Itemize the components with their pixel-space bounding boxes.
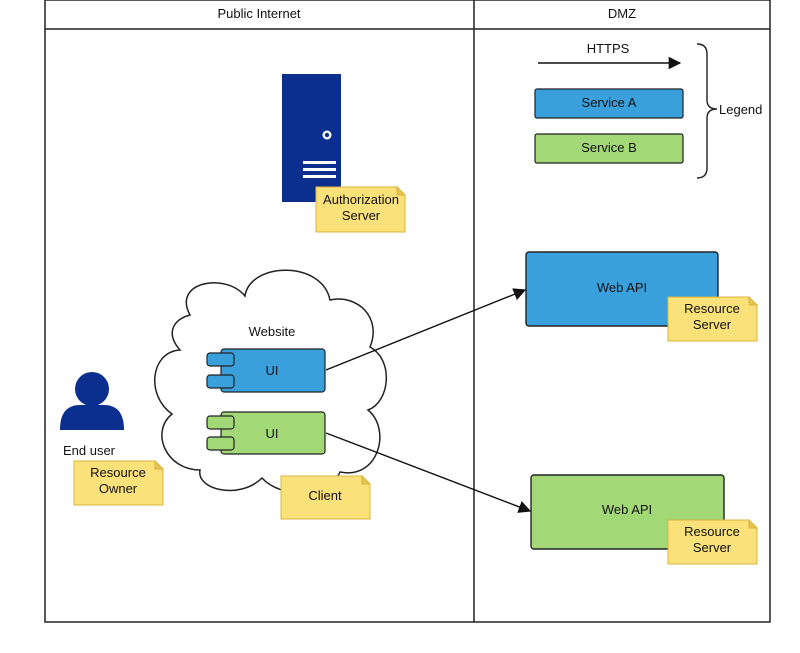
lane-title-public-internet: Public Internet	[217, 6, 300, 21]
user-icon-head	[75, 372, 109, 406]
ui-component-green-label: UI	[266, 426, 279, 441]
component-icon	[206, 415, 235, 451]
ui-component-blue-label: UI	[266, 363, 279, 378]
server-slot	[303, 168, 336, 171]
ui-component-blue: UI	[206, 348, 326, 393]
authorization-server-note: Authorization Server	[315, 185, 407, 233]
authorization-server-note-line2: Server	[342, 208, 381, 223]
client-note: Client	[280, 474, 372, 520]
authorization-server: Authorization Server	[282, 74, 407, 233]
lane-title-dmz: DMZ	[608, 6, 636, 21]
resource-server-note-b-line2: Server	[693, 540, 732, 555]
web-api-green: Web API Resource Server	[530, 474, 759, 565]
resource-server-note-b: Resource Server	[667, 518, 759, 565]
resource-server-note-b-line1: Resource	[684, 524, 740, 539]
website-label: Website	[249, 324, 296, 339]
legend-brace	[696, 43, 718, 179]
ui-component-green: UI	[206, 411, 326, 455]
website-cloud: Website UI UI Client	[154, 269, 387, 520]
connections	[325, 288, 532, 513]
server-slot	[303, 175, 336, 178]
ui-component-body	[220, 411, 326, 455]
lanes-border	[44, 0, 771, 623]
legend-label: Legend	[719, 102, 762, 117]
authorization-server-note-line1: Authorization	[323, 192, 399, 207]
user-icon-body	[60, 405, 124, 430]
https-arrow-ui-green-to-web-api-green	[325, 432, 532, 513]
end-user: End user Resource Owner	[60, 372, 165, 506]
web-api-blue-label: Web API	[597, 280, 647, 295]
ui-component-body	[220, 348, 326, 393]
component-icon	[206, 352, 235, 389]
user-icon	[60, 372, 124, 430]
web-api-blue: Web API Resource Server	[525, 251, 759, 342]
legend-https-label: HTTPS	[587, 41, 630, 56]
server-tower-icon	[282, 74, 341, 202]
resource-owner-note: Resource Owner	[73, 459, 165, 506]
https-arrow-ui-blue-to-web-api-blue	[325, 288, 527, 371]
legend-service-a-label: Service A	[582, 95, 637, 110]
legend-service-a-swatch	[534, 88, 684, 119]
client-note-label: Client	[308, 488, 342, 503]
legend-service-b-swatch	[534, 133, 684, 164]
legend-service-b-label: Service B	[581, 140, 637, 155]
resource-server-note-a: Resource Server	[667, 295, 759, 342]
resource-owner-note-line2: Owner	[99, 481, 138, 496]
web-api-green-label: Web API	[602, 502, 652, 517]
resource-server-note-a-line2: Server	[693, 317, 732, 332]
end-user-label: End user	[63, 443, 116, 458]
legend: HTTPS Service A Service B Legend	[534, 41, 762, 179]
server-slot	[303, 161, 336, 164]
server-body	[282, 74, 341, 202]
resource-owner-note-line1: Resource	[90, 465, 146, 480]
resource-server-note-a-line1: Resource	[684, 301, 740, 316]
